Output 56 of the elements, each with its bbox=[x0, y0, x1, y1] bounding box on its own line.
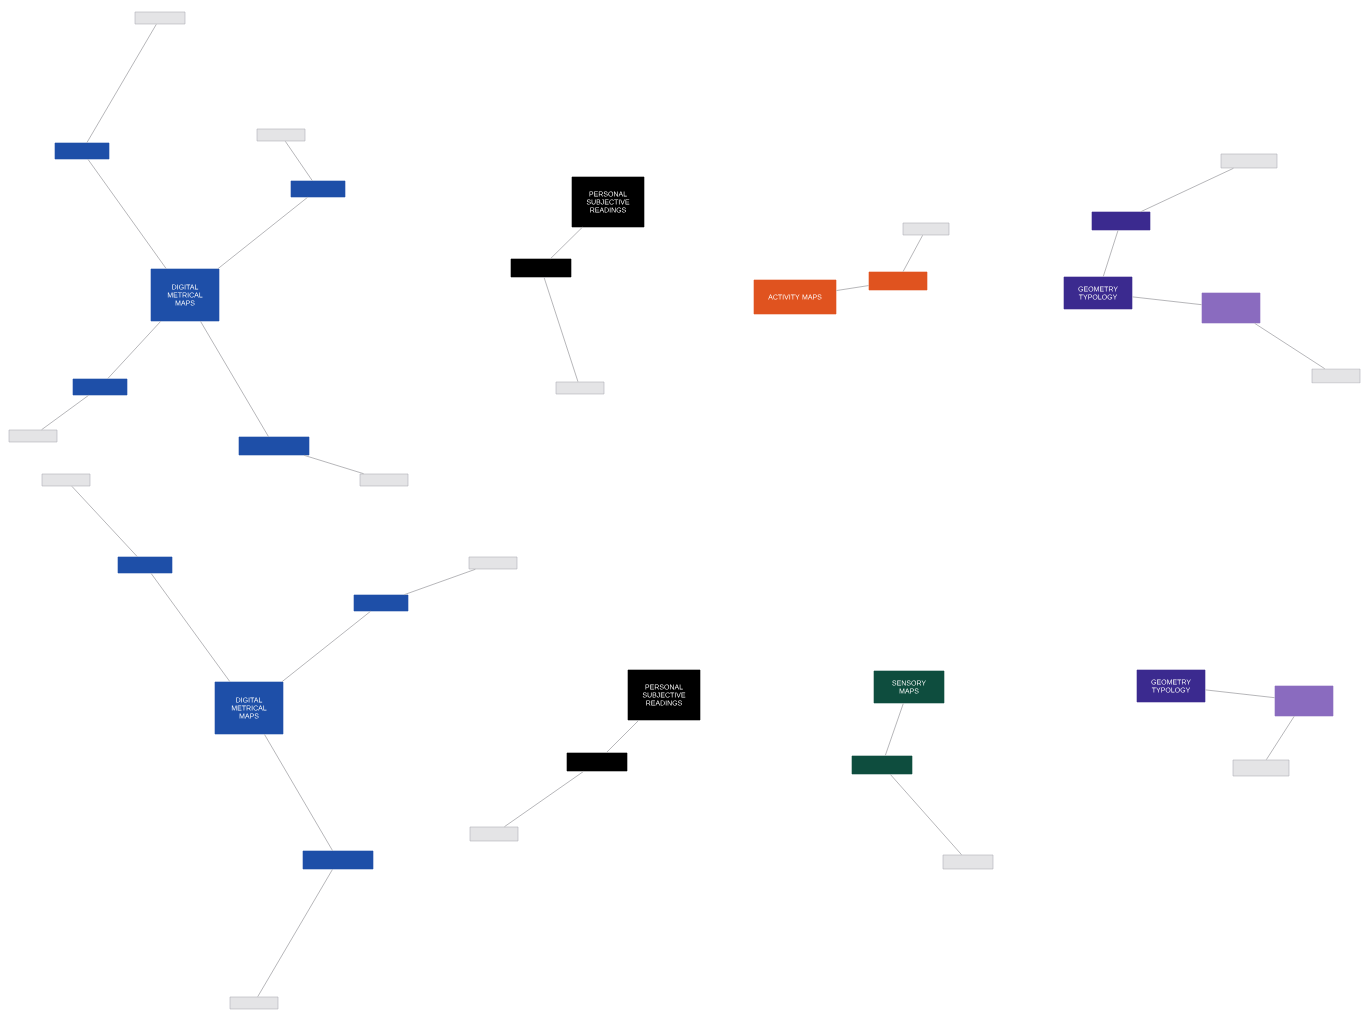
empty-box bbox=[510, 258, 572, 278]
empty-box bbox=[290, 180, 346, 198]
empty-box bbox=[1220, 153, 1278, 169]
empty-box bbox=[555, 381, 605, 395]
connector-line bbox=[1254, 322, 1326, 370]
empty-box bbox=[468, 556, 518, 570]
empty-box bbox=[469, 826, 519, 842]
empty-box bbox=[54, 142, 110, 160]
empty-box bbox=[353, 594, 409, 612]
connector-line bbox=[281, 610, 371, 683]
connector-line bbox=[87, 158, 167, 270]
empty-box bbox=[302, 850, 374, 870]
empty-box bbox=[41, 473, 91, 487]
connector-line bbox=[889, 773, 962, 856]
empty-box bbox=[1091, 211, 1151, 231]
connector-line bbox=[1102, 229, 1119, 278]
connector-line bbox=[200, 320, 269, 438]
connector-line bbox=[217, 196, 309, 270]
connector-line bbox=[504, 770, 585, 828]
connector-line bbox=[835, 285, 870, 292]
connector-line bbox=[1131, 296, 1203, 306]
empty-box bbox=[1311, 368, 1361, 384]
empty-box bbox=[851, 755, 913, 775]
empty-box bbox=[72, 378, 128, 396]
connector-line bbox=[902, 234, 924, 273]
connector-line bbox=[303, 454, 365, 475]
empty-box bbox=[8, 429, 58, 443]
empty-box bbox=[256, 128, 306, 142]
empty-box bbox=[1274, 685, 1334, 717]
connector-line bbox=[403, 568, 476, 596]
empty-box bbox=[868, 271, 928, 291]
connector-line bbox=[150, 572, 231, 683]
connector-line bbox=[107, 320, 162, 380]
connector-line bbox=[543, 276, 579, 383]
connector-line bbox=[884, 702, 904, 757]
connector-line bbox=[86, 23, 157, 144]
connector-line bbox=[1265, 715, 1295, 761]
empty-box bbox=[117, 556, 173, 574]
connector-line bbox=[284, 140, 313, 182]
connector-line bbox=[71, 485, 138, 558]
empty-box bbox=[942, 854, 994, 870]
connector-line bbox=[1204, 689, 1276, 699]
empty-box bbox=[566, 752, 628, 772]
connector-line bbox=[550, 226, 583, 260]
empty-box bbox=[229, 996, 279, 1010]
empty-box bbox=[134, 11, 186, 25]
empty-box bbox=[1201, 292, 1261, 324]
connector-line bbox=[41, 394, 90, 431]
empty-box bbox=[902, 222, 950, 236]
connector-line bbox=[257, 868, 333, 998]
connector-line bbox=[1140, 167, 1234, 213]
empty-box bbox=[1232, 759, 1290, 777]
empty-box bbox=[238, 436, 310, 456]
empty-box bbox=[359, 473, 409, 487]
connector-line bbox=[263, 733, 333, 852]
connector-line bbox=[605, 719, 640, 754]
